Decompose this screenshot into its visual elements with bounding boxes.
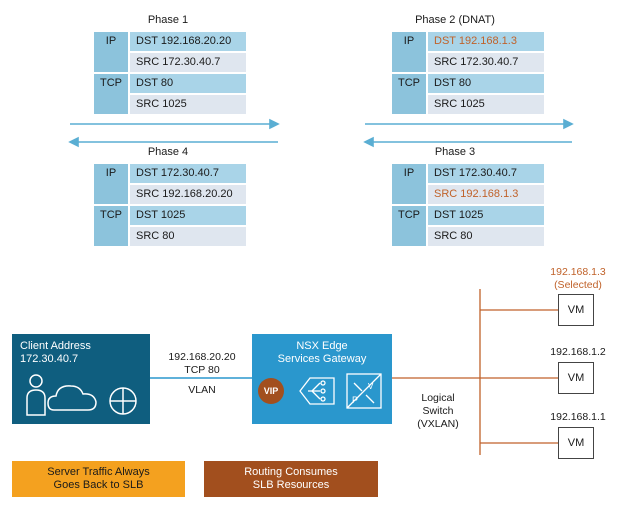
- edge-title: NSX Edge: [296, 340, 348, 352]
- vm2-ip: 192.168.1.2: [550, 346, 606, 358]
- logical-switch-label-3: (VXLAN): [417, 418, 459, 430]
- tcp-label: TCP: [392, 206, 426, 246]
- load-balancer-icon: [299, 377, 335, 405]
- vm3-box: VM: [558, 427, 594, 459]
- phase-1-title: Phase 1: [147, 14, 189, 26]
- vm1-label: VM: [567, 304, 585, 316]
- vip-icon: VIP: [258, 378, 284, 404]
- note-line-2: Goes Back to SLB: [53, 479, 144, 491]
- ip-src: SRC 172.30.40.7: [130, 53, 246, 72]
- client-address: 172.30.40.7: [20, 353, 79, 365]
- vm1-selected: (Selected): [554, 279, 602, 291]
- tcp-dst: DST 80: [130, 74, 246, 93]
- ip-dst: DST 172.30.40.7: [428, 164, 544, 183]
- nsx-edge-box: NSX Edge Services Gateway VIP P V: [252, 334, 392, 424]
- ip-src: SRC 192.168.1.3: [428, 185, 544, 204]
- router-icon: [109, 387, 137, 415]
- vm1-ip: 192.168.1.3: [550, 266, 606, 278]
- ip-label: IP: [392, 32, 426, 72]
- note-line-2: SLB Resources: [252, 479, 330, 491]
- ip-dst: DST 192.168.1.3: [428, 32, 544, 51]
- phase-2-title: Phase 2 (DNAT): [415, 14, 495, 26]
- phase-4-title: Phase 4: [147, 146, 189, 158]
- tcp-src: SRC 80: [130, 227, 246, 246]
- link-port: TCP 80: [184, 364, 220, 376]
- vip-label: VIP: [263, 386, 279, 396]
- tcp-dst: DST 1025: [428, 206, 544, 225]
- ip-dst: DST 172.30.40.7: [130, 164, 246, 183]
- ip-dst: DST 192.168.20.20: [130, 32, 246, 51]
- tcp-src: SRC 80: [428, 227, 544, 246]
- note-line-1: Server Traffic Always: [47, 466, 150, 478]
- ip-label: IP: [94, 32, 128, 72]
- arrowhead: [363, 136, 374, 148]
- note-line-1: Routing Consumes: [244, 466, 338, 478]
- routing-consumes-note: Routing Consumes SLB Resources: [204, 461, 378, 497]
- cloud-icon: [47, 385, 97, 411]
- svg-text:V: V: [368, 382, 374, 391]
- tcp-dst: DST 80: [428, 74, 544, 93]
- arrowhead: [68, 136, 79, 148]
- vm3-ip: 192.168.1.1: [550, 411, 606, 423]
- client-box: Client Address 172.30.40.7: [12, 334, 150, 424]
- tcp-dst: DST 1025: [130, 206, 246, 225]
- link-address: 192.168.20.20: [168, 351, 236, 363]
- client-label: Client Address: [20, 340, 91, 352]
- phase-3-title: Phase 3: [434, 146, 476, 158]
- tcp-src: SRC 1025: [428, 95, 544, 114]
- user-icon: [26, 374, 46, 416]
- edge-subtitle: Services Gateway: [277, 353, 367, 365]
- tcp-label: TCP: [94, 74, 128, 114]
- logical-switch-label-1: Logical: [421, 392, 455, 404]
- tcp-src: SRC 1025: [130, 95, 246, 114]
- flow-arrows: [68, 118, 574, 148]
- svg-text:P: P: [352, 395, 358, 405]
- tcp-label: TCP: [392, 74, 426, 114]
- ip-label: IP: [94, 164, 128, 204]
- ip-label: IP: [392, 164, 426, 204]
- arrowhead: [563, 118, 574, 130]
- tcp-label: TCP: [94, 206, 128, 246]
- vm2-label: VM: [567, 372, 585, 384]
- ip-src: SRC 192.168.20.20: [130, 185, 246, 204]
- server-traffic-note: Server Traffic Always Goes Back to SLB: [12, 461, 185, 497]
- client-icons: [26, 374, 137, 416]
- arrowhead: [269, 118, 280, 130]
- vm2-box: VM: [558, 362, 594, 394]
- vm1-box: VM: [558, 294, 594, 326]
- vlan-label: VLAN: [188, 384, 216, 396]
- router-vpn-icon: P V: [346, 373, 382, 409]
- logical-switch-label-2: Switch: [422, 405, 454, 417]
- vm3-label: VM: [567, 437, 585, 449]
- ip-src: SRC 172.30.40.7: [428, 53, 544, 72]
